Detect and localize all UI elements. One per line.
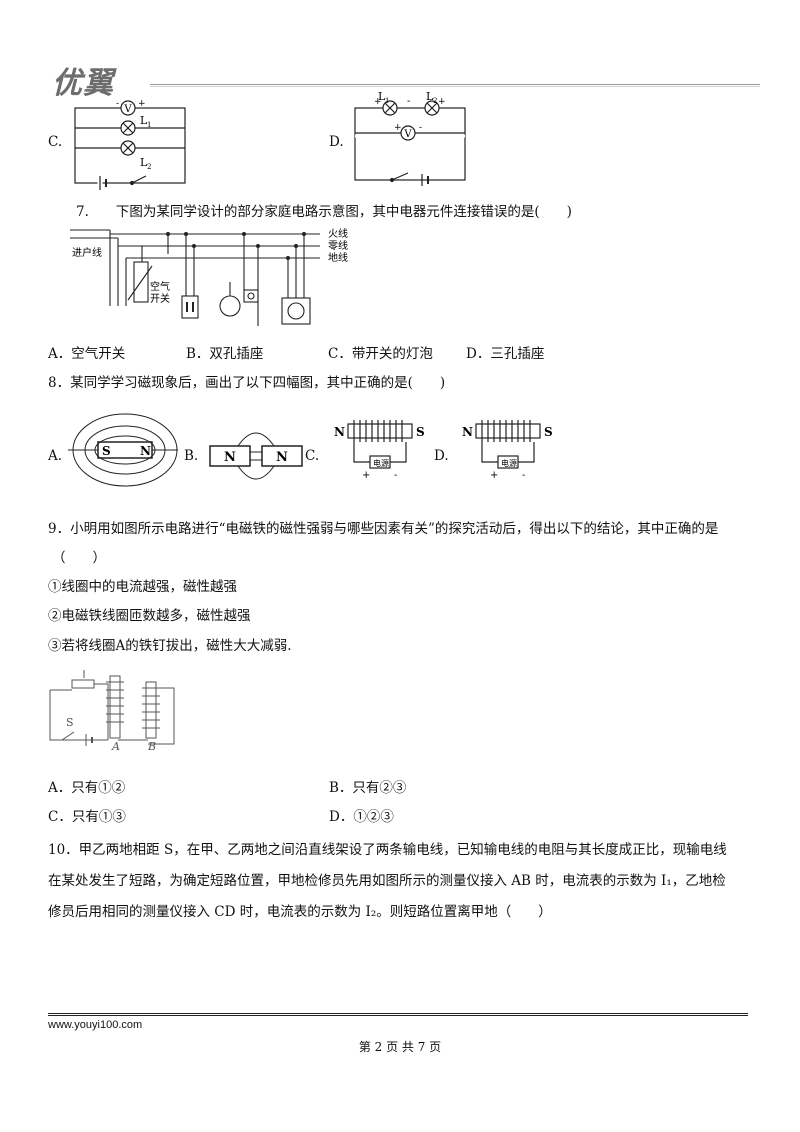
svg-text:+: +	[362, 470, 370, 481]
svg-text:+: +	[138, 99, 146, 109]
svg-text:+: +	[394, 123, 402, 133]
q8-option-b-magnets: N N	[209, 432, 303, 480]
svg-text:1: 1	[385, 97, 389, 105]
svg-text:进户线: 进户线	[72, 246, 102, 259]
q8-option-c-label: C.	[305, 448, 320, 464]
svg-text:火线: 火线	[328, 227, 348, 240]
svg-text:零线: 零线	[328, 239, 348, 252]
q6c-voltmeter-text: V	[123, 104, 132, 115]
footer-rule-2	[48, 1015, 748, 1016]
svg-text:-: -	[394, 470, 397, 481]
svg-text:电源: 电源	[501, 458, 517, 468]
q9-item-2: ②电磁铁线圈匝数越多，磁性越强	[48, 608, 251, 624]
svg-text:+: +	[490, 470, 498, 481]
q9-item-1: ①线圈中的电流越强，磁性越强	[48, 579, 237, 595]
svg-text:电源: 电源	[373, 458, 389, 468]
svg-text:S: S	[416, 425, 425, 439]
svg-text:-: -	[522, 470, 525, 481]
svg-text:-: -	[407, 96, 410, 107]
q8-option-d-solenoid: N S 电源 + -	[462, 420, 553, 481]
svg-text:L: L	[378, 90, 386, 103]
svg-text:S: S	[66, 716, 74, 729]
q7-household-circuit-diagram: 火线 零线 地线 进户线 空气 开关	[70, 227, 348, 326]
q8-stem: 8．某同学学习磁现象后，画出了以下四幅图，其中正确的是( )	[48, 375, 446, 391]
q10-line-3: 修员后用相同的测量仪接入 CD 时，电流表的示数为 I₂。则短路位置离甲地（ ）	[48, 904, 552, 920]
q7-stem: 7. 下图为某同学设计的部分家庭电路示意图，其中电器元件连接错误的是( )	[76, 204, 572, 220]
q8-option-c-solenoid: N S 电源 + -	[334, 420, 425, 481]
q6-option-d-label: D.	[329, 134, 344, 150]
q9-paren: （ ）	[52, 550, 106, 566]
svg-text:S: S	[544, 425, 553, 439]
svg-text:地线: 地线	[328, 251, 348, 264]
q7-option-c: C．带开关的灯泡	[328, 346, 433, 362]
svg-text:L: L	[140, 114, 148, 127]
q7-option-d: D．三孔插座	[466, 346, 545, 362]
svg-text:开关: 开关	[150, 292, 170, 305]
q6-option-c-label: C.	[48, 134, 63, 150]
svg-text:N: N	[224, 450, 236, 465]
svg-text:V: V	[403, 129, 412, 140]
footer-url[interactable]: www.youyi100.com	[48, 1019, 143, 1031]
q9-electromagnet-circuit: S A B	[49, 670, 175, 753]
q9-option-b: B．只有②③	[329, 780, 407, 796]
q8-option-b-label: B.	[184, 448, 199, 464]
q7-option-a: A．空气开关	[48, 346, 126, 362]
svg-text:+: +	[374, 97, 382, 107]
svg-text:-: -	[116, 99, 119, 109]
q10-line-1: 10．甲乙两地相距 S，在甲、乙两地之间沿直线架设了两条输电线，已知输电线的电阻…	[48, 842, 727, 858]
svg-text:N: N	[334, 425, 345, 439]
svg-text:L: L	[426, 90, 434, 103]
q9-stem: 9．小明用如图所示电路进行“电磁铁的磁性强弱与哪些因素有关”的探究活动后，得出以…	[48, 521, 719, 537]
svg-text:S: S	[102, 444, 111, 458]
page-number: 第 2 页 共 7 页	[358, 1040, 442, 1054]
svg-text:1: 1	[147, 121, 151, 129]
svg-text:B: B	[147, 740, 156, 753]
svg-text:2: 2	[433, 97, 437, 105]
svg-text:N: N	[462, 425, 473, 439]
svg-text:N: N	[276, 450, 288, 465]
q9-item-3: ③若将线圈A的铁钉拔出，磁性大大减弱.	[48, 638, 292, 654]
svg-text:A: A	[111, 740, 120, 753]
svg-text:N: N	[140, 444, 151, 458]
svg-text:空气: 空气	[150, 280, 170, 293]
q7-option-b: B．双孔插座	[186, 346, 264, 362]
svg-text:L: L	[140, 156, 148, 169]
q9-option-a: A．只有①②	[48, 780, 126, 796]
header-logo: 优翼	[52, 66, 114, 101]
svg-text:2: 2	[147, 163, 151, 171]
svg-text:+: +	[438, 97, 446, 107]
svg-text:-: -	[419, 123, 422, 133]
q8-option-a-bar-magnet: S N	[68, 413, 178, 487]
q8-option-a-label: A.	[48, 448, 63, 464]
header-rule-thin	[150, 86, 760, 87]
q10-line-2: 在某处发生了短路，为确定短路位置，甲地检修员先用如图所示的测量仪接入 AB 时，…	[48, 873, 726, 889]
header-rule	[150, 84, 760, 85]
q9-option-c: C．只有①③	[48, 809, 126, 825]
q8-option-d-label: D.	[434, 448, 449, 464]
footer-rule	[48, 1013, 748, 1014]
q9-option-d: D．①②③	[329, 809, 394, 825]
